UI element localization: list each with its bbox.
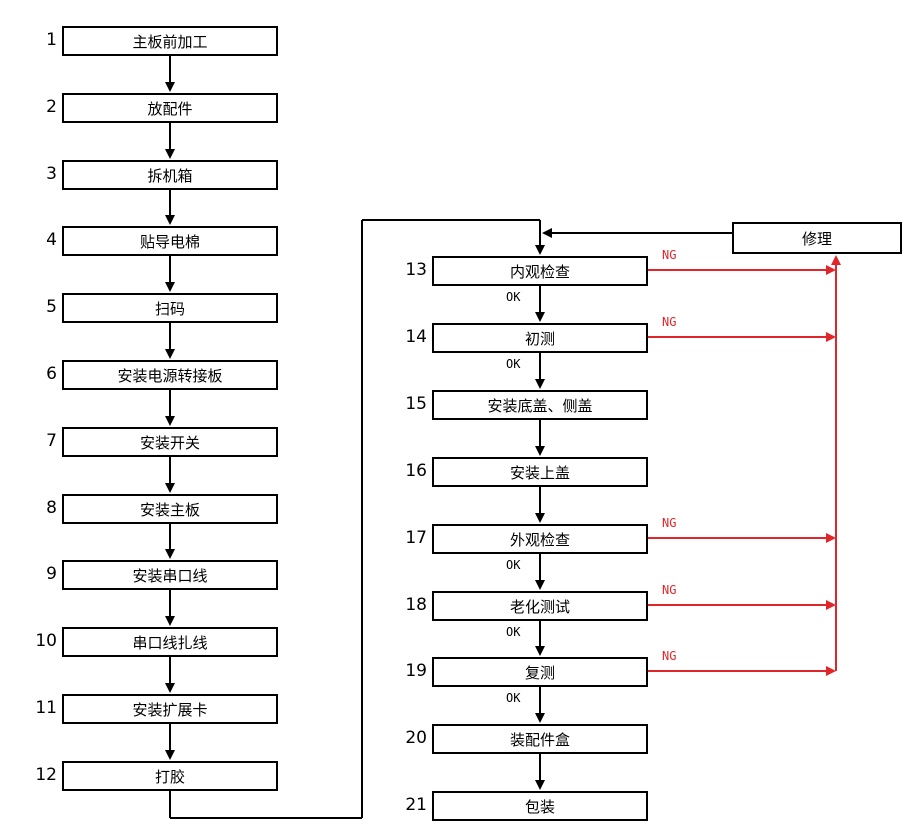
step-21-box: 包装 (432, 791, 648, 821)
arrowhead-6-to-next (165, 416, 175, 426)
step-1-number: 1 (46, 30, 57, 50)
step-18-box: 老化测试 (432, 591, 648, 621)
step-20-box: 装配件盒 (432, 724, 648, 754)
step-11-number: 11 (35, 698, 57, 718)
step-16-box: 安装上盖 (432, 457, 648, 487)
arrowhead-7-to-next (165, 483, 175, 493)
step-12-number: 12 (35, 765, 57, 785)
arrowhead-1-to-next (165, 82, 175, 92)
step-13-box: 内观检查 (432, 256, 648, 286)
step-3-number: 3 (46, 164, 57, 184)
arrowhead-11-to-next (165, 750, 175, 760)
ng-arrowhead-14 (826, 332, 836, 342)
step-15-box: 安装底盖、侧盖 (432, 390, 648, 420)
ng-label-17: NG (662, 516, 677, 530)
arrowhead-14-to-next (535, 379, 545, 389)
arrowhead-20-to-next (535, 780, 545, 790)
step-20-number: 20 (405, 728, 427, 748)
ok-label-19: OK (506, 691, 521, 705)
ng-arrowhead-13 (826, 265, 836, 275)
ng-label-18: NG (662, 583, 677, 597)
ng-label-13: NG (662, 248, 677, 262)
step-18-number: 18 (405, 595, 427, 615)
step-19-box: 复测 (432, 657, 648, 687)
repair-return-arrowhead (542, 228, 552, 238)
step-4-box: 贴导电棉 (62, 226, 278, 256)
step-7-number: 7 (46, 431, 57, 451)
step-14-box: 初测 (432, 323, 648, 353)
arrowhead-18-to-next (535, 646, 545, 656)
ng-label-14: NG (662, 315, 677, 329)
ng-arrowhead-17 (826, 533, 836, 543)
step-9-box: 安装串口线 (62, 560, 278, 590)
arrowhead-10-to-next (165, 683, 175, 693)
step-6-box: 安装电源转接板 (62, 360, 278, 390)
ng-collector-arrowhead (831, 255, 841, 265)
ng-arrowhead-19 (826, 666, 836, 676)
arrowhead-3-to-next (165, 215, 175, 225)
step-13-number: 13 (405, 260, 427, 280)
connector-into-13-arrowhead (535, 245, 545, 255)
arrowhead-15-to-next (535, 446, 545, 456)
step-8-box: 安装主板 (62, 494, 278, 524)
arrowhead-8-to-next (165, 549, 175, 559)
step-9-number: 9 (46, 564, 57, 584)
step-17-box: 外观检查 (432, 524, 648, 554)
step-2-box: 放配件 (62, 93, 278, 123)
arrowhead-13-to-next (535, 312, 545, 322)
step-6-number: 6 (46, 364, 57, 384)
ok-label-18: OK (506, 625, 521, 639)
arrowhead-4-to-next (165, 282, 175, 292)
step-15-number: 15 (405, 394, 427, 414)
step-17-number: 17 (405, 528, 427, 548)
step-8-number: 8 (46, 498, 57, 518)
step-21-number: 21 (405, 795, 427, 815)
arrowhead-17-to-next (535, 580, 545, 590)
step-7-box: 安装开关 (62, 427, 278, 457)
arrowhead-19-to-next (535, 713, 545, 723)
ok-label-17: OK (506, 558, 521, 572)
step-16-number: 16 (405, 461, 427, 481)
step-1-box: 主板前加工 (62, 26, 278, 56)
step-5-number: 5 (46, 297, 57, 317)
repair-box: 修理 (732, 222, 902, 254)
step-5-box: 扫码 (62, 293, 278, 323)
step-4-number: 4 (46, 230, 57, 250)
step-14-number: 14 (405, 327, 427, 347)
ok-label-14: OK (506, 357, 521, 371)
step-12-box: 打胶 (62, 761, 278, 791)
arrowhead-9-to-next (165, 616, 175, 626)
arrowhead-2-to-next (165, 149, 175, 159)
ok-label-13: OK (506, 290, 521, 304)
step-10-box: 串口线扎线 (62, 627, 278, 657)
ng-arrowhead-18 (826, 600, 836, 610)
arrowhead-5-to-next (165, 349, 175, 359)
step-10-number: 10 (35, 631, 57, 651)
step-2-number: 2 (46, 97, 57, 117)
step-3-box: 拆机箱 (62, 160, 278, 190)
step-11-box: 安装扩展卡 (62, 694, 278, 724)
arrowhead-16-to-next (535, 513, 545, 523)
ng-label-19: NG (662, 649, 677, 663)
step-19-number: 19 (405, 661, 427, 681)
